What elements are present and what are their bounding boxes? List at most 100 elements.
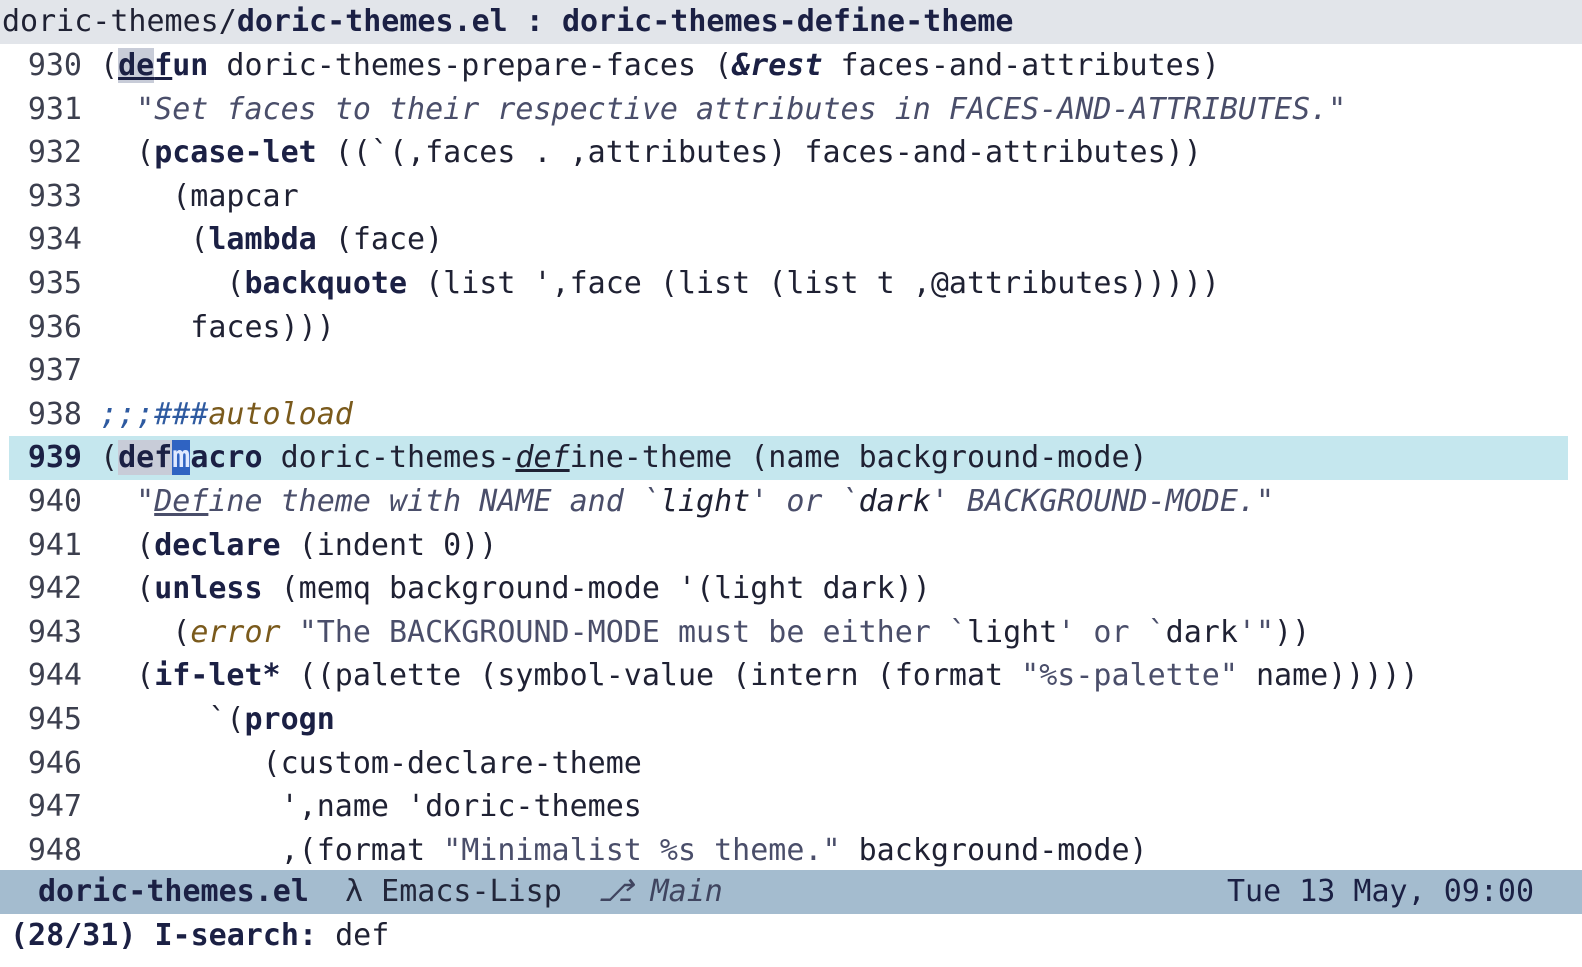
code-token: dark [858, 483, 931, 519]
code-line[interactable]: 946 (custom-declare-theme [0, 742, 1582, 786]
minibuffer[interactable]: (28/31) I-search: def [0, 914, 1582, 967]
code-token: (indent 0)) [280, 527, 498, 563]
code-line[interactable]: 945 `(progn [0, 698, 1582, 742]
code-line[interactable]: 936 faces))) [0, 306, 1582, 350]
line-number: 948 [27, 832, 82, 868]
mode-line-major-mode[interactable]: λ Emacs-Lisp [345, 874, 562, 909]
line-source[interactable]: ',name 'doric-themes [82, 785, 642, 829]
code-token: light [966, 614, 1058, 650]
code-line[interactable]: 930(defun doric-themes-prepare-faces (&r… [0, 44, 1582, 88]
code-token: f [154, 48, 173, 83]
code-token: ((`(,faces . ,attributes) faces-and-attr… [316, 135, 1202, 171]
code-token: ,(format [100, 832, 444, 868]
code-token: )) [1274, 614, 1311, 650]
code-token: (face) [316, 222, 444, 258]
code-token: pcase-let [154, 135, 317, 171]
line-source[interactable]: ;;;###autoload [82, 393, 353, 437]
code-line[interactable]: 933 (mapcar [0, 175, 1582, 219]
code-line[interactable]: 938;;;###autoload [0, 393, 1582, 437]
code-editor-area[interactable]: 930(defun doric-themes-prepare-faces (&r… [0, 44, 1582, 870]
code-line[interactable]: 931 "Set faces to their respective attri… [0, 88, 1582, 132]
breadcrumb-function[interactable]: doric-themes-define-theme [561, 4, 1014, 39]
code-line[interactable]: 943 (error "The BACKGROUND-MODE must be … [0, 611, 1582, 655]
header-line-breadcrumb: doric-themes/doric-themes.el : doric-the… [0, 0, 1582, 44]
isearch-input[interactable]: def [335, 918, 390, 953]
code-token: ( [100, 265, 245, 301]
line-source[interactable]: (error "The BACKGROUND-MODE must be eith… [82, 611, 1310, 655]
mode-line: doric-themes.el λ Emacs-Lisp ⎇ Main Tue … [0, 870, 1582, 914]
line-source[interactable]: (if-let* ((palette (symbol-value (intern… [82, 654, 1419, 698]
code-token: ( [100, 658, 155, 694]
code-token: ( [100, 222, 209, 258]
code-token: (custom-declare-theme [100, 745, 642, 781]
mode-line-buffer-name[interactable]: doric-themes.el [38, 874, 309, 909]
code-token: backquote [244, 265, 408, 301]
line-number: 930 [27, 48, 82, 83]
line-number: 944 [27, 658, 82, 694]
code-token: if-let* [154, 658, 281, 694]
breadcrumb-directory[interactable]: doric-themes/ [2, 4, 237, 39]
line-source[interactable]: (defun doric-themes-prepare-faces (&rest… [82, 44, 1220, 88]
code-token: name))))) [1237, 658, 1419, 694]
line-number: 936 [27, 309, 82, 345]
code-line[interactable]: 934 (lambda (face) [0, 218, 1582, 262]
code-line-current[interactable]: 939(defmacro doric-themes-define-theme (… [9, 436, 1568, 480]
code-token [281, 615, 299, 650]
code-token: dark [1165, 614, 1238, 650]
text-cursor: m [172, 440, 191, 476]
code-token: ( [100, 527, 155, 563]
line-source[interactable]: (mapcar [82, 175, 298, 219]
code-token: (list ',face (list (list t ,@attributes)… [407, 265, 1220, 301]
code-token: ' or ` [1057, 614, 1166, 650]
line-number: 938 [27, 396, 82, 432]
line-number: 942 [27, 571, 82, 607]
line-source[interactable]: (custom-declare-theme [82, 742, 642, 786]
line-number: 940 [27, 483, 82, 519]
breadcrumb-file[interactable]: doric-themes.el [236, 4, 508, 39]
line-source[interactable]: (backquote (list ',face (list (list t ,@… [82, 262, 1220, 306]
code-line[interactable]: 944 (if-let* ((palette (symbol-value (in… [0, 654, 1582, 698]
line-source[interactable]: (defmacro doric-themes-define-theme (nam… [82, 436, 1148, 480]
code-token: "Set faces to their respective attribute… [136, 91, 1347, 127]
mode-line-vc-branch[interactable]: ⎇ Main [597, 874, 723, 909]
line-source[interactable]: `(progn [82, 698, 334, 742]
line-source[interactable]: (lambda (face) [82, 218, 443, 262]
line-source[interactable]: (declare (indent 0)) [82, 524, 497, 568]
code-line[interactable]: 937 [0, 349, 1582, 393]
code-token: "Minimalist %s theme." [443, 832, 841, 868]
code-line[interactable]: 942 (unless (memq background-mode '(ligh… [0, 567, 1582, 611]
code-token: declare [154, 527, 281, 563]
code-token: ((palette (symbol-value (intern (format [280, 658, 1022, 694]
isearch-prompt: (28/31) I-search: [10, 918, 336, 953]
code-token: &rest [732, 48, 823, 83]
line-number: 943 [27, 614, 82, 650]
line-source[interactable]: "Define theme with NAME and `light' or `… [82, 480, 1274, 524]
line-number: 933 [27, 178, 82, 214]
line-source[interactable]: (pcase-let ((`(,faces . ,attributes) fac… [82, 131, 1202, 175]
code-token: doric-themes-prepare-faces ( [208, 48, 733, 83]
code-token: ( [100, 440, 119, 476]
code-token: light [659, 483, 751, 519]
search-match: def [118, 440, 173, 476]
code-token: lambda [208, 222, 317, 258]
code-token: ine-theme (name background-mode) [569, 440, 1148, 476]
line-source[interactable]: "Set faces to their respective attribute… [82, 88, 1346, 132]
code-line[interactable]: 935 (backquote (list ',face (list (list … [0, 262, 1582, 306]
code-line[interactable]: 941 (declare (indent 0)) [0, 524, 1582, 568]
code-line[interactable]: 940 "Define theme with NAME and `light' … [0, 480, 1582, 524]
code-token: ' BACKGROUND-MODE." [930, 483, 1275, 519]
code-line[interactable]: 948 ,(format "Minimalist %s theme." back… [0, 829, 1582, 870]
code-token: "The BACKGROUND-MODE must be either ` [298, 614, 967, 650]
code-line[interactable]: 932 (pcase-let ((`(,faces . ,attributes)… [0, 131, 1582, 175]
code-token: ( [100, 571, 155, 607]
code-line[interactable]: 947 ',name 'doric-themes [0, 785, 1582, 829]
line-source[interactable]: faces))) [82, 306, 335, 350]
code-token: acro [190, 440, 263, 476]
line-number: 945 [27, 701, 82, 737]
code-token: ( [100, 48, 119, 83]
line-source[interactable]: ,(format "Minimalist %s theme." backgrou… [82, 829, 1148, 870]
line-source[interactable]: (unless (memq background-mode '(light da… [82, 567, 931, 611]
line-source[interactable] [82, 349, 100, 393]
code-token: error [190, 614, 281, 650]
